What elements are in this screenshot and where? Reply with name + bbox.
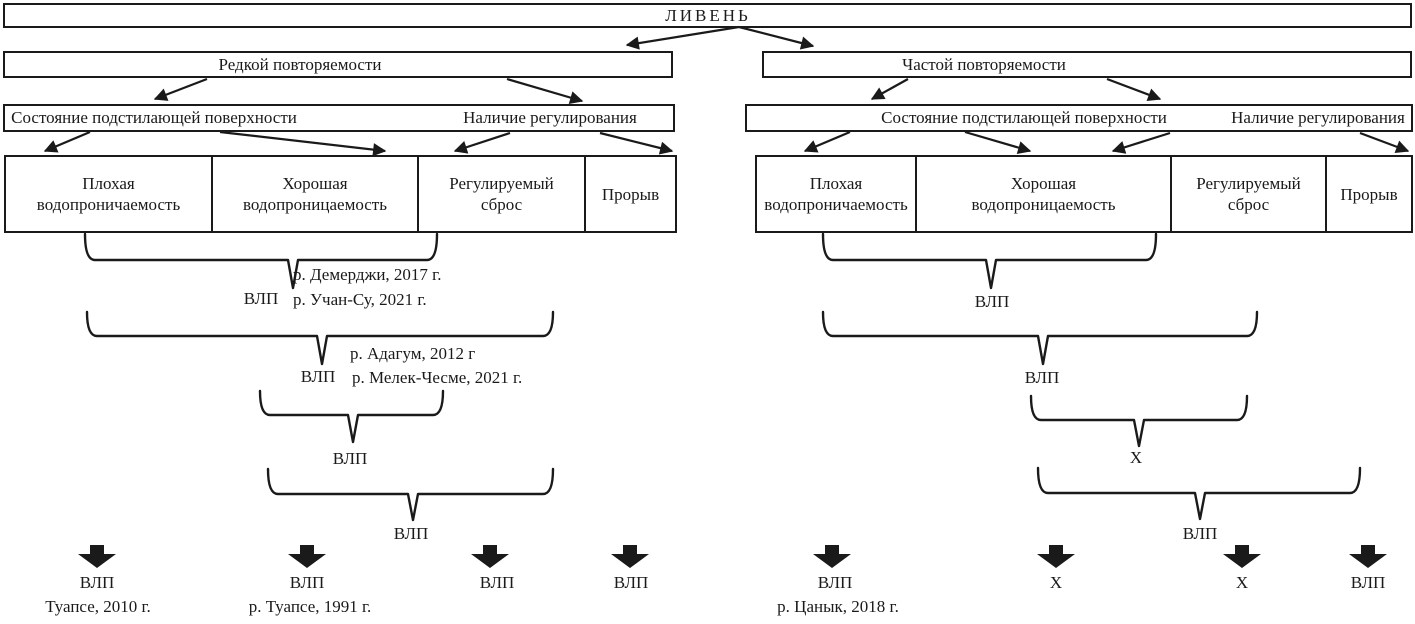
cell-text-line: Прорыв	[601, 184, 660, 204]
cell-text-line: сброс	[480, 195, 523, 214]
left-brace-2-note-1: р. Адагум, 2012 г	[350, 344, 476, 363]
left-outcome-1-label: ВЛП	[79, 573, 115, 592]
left-cells-box: Плохая водопроничаемость Хорошая водопро…	[4, 155, 677, 233]
connector-arrow	[738, 25, 815, 50]
cell-left-bad-permeability: Плохая водопроничаемость	[6, 157, 213, 231]
connector-arrow	[1111, 131, 1171, 154]
left-brace-2-note-2: р. Мелек-Чесме, 2021 г.	[352, 368, 523, 387]
right-brace-3-label: X	[1129, 448, 1143, 467]
left-outcome-4-label: ВЛП	[613, 573, 649, 592]
left-brace-1-label: ВЛП	[243, 289, 279, 308]
grouping-brace	[1029, 394, 1249, 448]
left-brace-4-label: ВЛП	[393, 524, 429, 543]
right-outcome-1-sublabel: р. Цанык, 2018 г.	[777, 597, 899, 616]
left-frequency-label: Редкой повторяемости	[218, 55, 382, 74]
cell-text-line: Хорошая	[282, 174, 348, 193]
right-brace-4-label: ВЛП	[1182, 524, 1218, 543]
cell-text-line: Прорыв	[1340, 184, 1398, 204]
cell-left-regulated-discharge: Регулируемый сброс	[419, 157, 586, 231]
grouping-brace	[821, 232, 1158, 290]
left-outcome-2-sublabel: р. Туапсе, 1991 г.	[248, 597, 372, 616]
cell-text-line: Плохая	[82, 174, 135, 193]
cell-right-regulated-discharge: Регулируемый сброс	[1172, 157, 1327, 231]
connector-arrow	[870, 78, 909, 100]
right-brace-2-label: ВЛП	[1024, 368, 1060, 387]
cell-text-line: водопроницаемость	[243, 195, 387, 214]
down-arrow-icon	[813, 545, 851, 568]
connector-arrow	[803, 130, 851, 153]
left-brace-1-note-2: р. Учан-Су, 2021 г.	[293, 290, 427, 309]
cell-text-line: водопроницаемость	[971, 195, 1116, 214]
cell-text-line: Регулируемый	[1196, 174, 1301, 193]
down-arrow-icon	[611, 545, 649, 568]
cell-text-line: Плохая	[809, 174, 863, 193]
right-brace-1-label: ВЛП	[974, 292, 1010, 311]
right-frequency-label: Частой повторяемости	[902, 55, 1066, 74]
connector-arrow	[506, 77, 584, 104]
left-frequency-box	[3, 51, 673, 78]
right-factors-box	[745, 104, 1413, 132]
connector-arrow	[43, 130, 91, 153]
cell-text-line: водопроничаемость	[764, 195, 908, 214]
connector-arrow	[1359, 131, 1410, 154]
right-cells-box: Плохая водопроничаемость Хорошая водопро…	[755, 155, 1413, 233]
left-outcome-1-sublabel: Туапсе, 2010 г.	[45, 597, 151, 616]
down-arrow-icon	[1223, 545, 1261, 568]
grouping-brace	[266, 467, 555, 522]
connector-arrow	[599, 131, 674, 155]
left-brace-1-note-1: р. Демерджи, 2017 г.	[293, 265, 442, 284]
grouping-brace	[258, 389, 445, 444]
down-arrow-icon	[1349, 545, 1387, 568]
grouping-brace	[821, 310, 1259, 366]
down-arrow-icon	[78, 545, 116, 568]
connector-arrow	[453, 131, 511, 154]
right-outcome-1-label: ВЛП	[817, 573, 853, 592]
grouping-brace	[1036, 466, 1362, 521]
grouping-brace	[85, 310, 555, 366]
connector-arrow	[153, 77, 208, 101]
left-outcome-3-label: ВЛП	[479, 573, 515, 592]
cell-left-breakthrough: Прорыв	[586, 157, 675, 231]
right-frequency-box	[762, 51, 1412, 78]
connector-arrow	[625, 25, 740, 50]
cell-text-line: водопроничаемость	[36, 195, 181, 214]
cell-left-good-permeability: Хорошая водопроницаемость	[213, 157, 419, 231]
right-outcome-4-label: ВЛП	[1350, 573, 1386, 592]
root-title: ЛИВЕНЬ	[665, 6, 751, 25]
right-outcome-3-label: X	[1235, 573, 1249, 592]
cell-right-breakthrough: Прорыв	[1327, 157, 1411, 231]
left-surface-factor-label: Состояние подстилающей поверхности	[11, 108, 297, 127]
down-arrow-icon	[1037, 545, 1075, 568]
down-arrow-icon	[288, 545, 326, 568]
connector-arrow	[219, 130, 387, 157]
down-arrow-icon	[471, 545, 509, 568]
left-outcome-2-label: ВЛП	[289, 573, 325, 592]
left-brace-2-label: ВЛП	[300, 367, 336, 386]
left-regulation-factor-label: Наличие регулирования	[463, 108, 637, 127]
right-outcome-2-label: X	[1049, 573, 1063, 592]
cell-text-line: Хорошая	[1010, 174, 1077, 193]
connector-arrow	[964, 130, 1032, 155]
right-surface-factor-label: Состояние подстилающей поверхности	[881, 108, 1167, 127]
connector-arrow	[1106, 77, 1162, 101]
cell-text-line: сброс	[1227, 195, 1270, 214]
cell-right-bad-permeability: Плохая водопроничаемость	[757, 157, 917, 231]
left-brace-3-label: ВЛП	[332, 449, 368, 468]
cell-text-line: Регулируемый	[449, 174, 554, 193]
right-regulation-factor-label: Наличие регулирования	[1231, 108, 1405, 127]
cell-right-good-permeability: Хорошая водопроницаемость	[917, 157, 1172, 231]
